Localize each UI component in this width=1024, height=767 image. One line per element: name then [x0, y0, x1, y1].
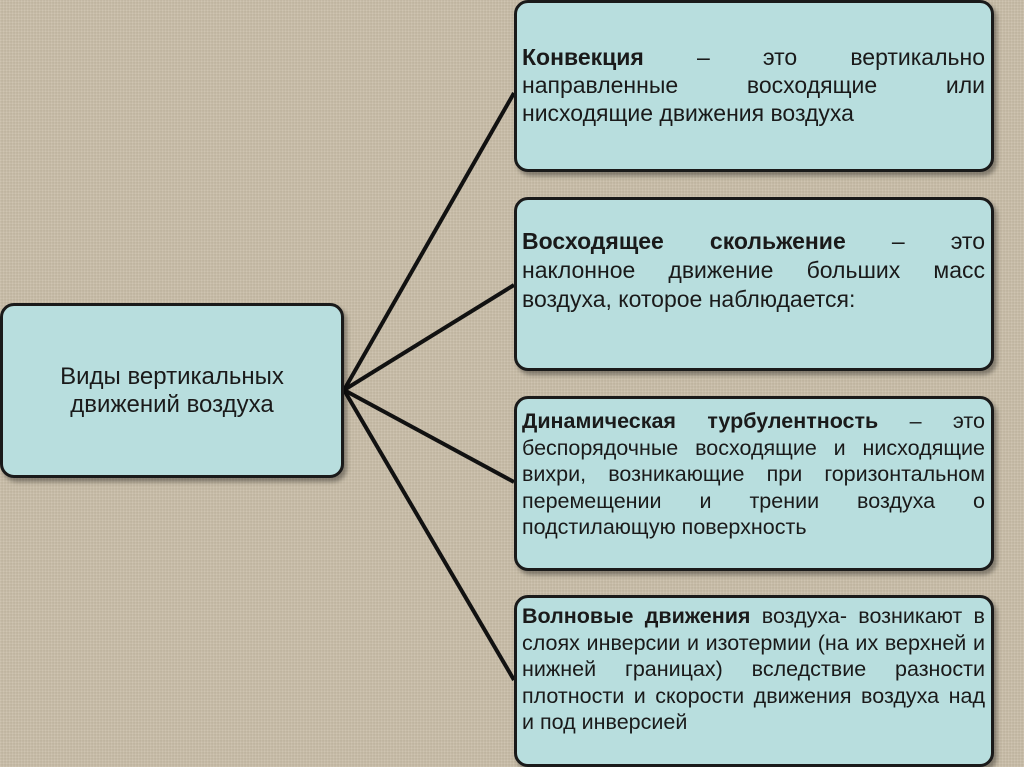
root-node-label: Виды вертикальных движений воздуха — [60, 362, 284, 418]
definition-term: Восходящее скольжение — [522, 228, 846, 254]
definition-text: – это наклонное движение больших масс во… — [522, 228, 985, 312]
definition-term: Динамическая турбулентность — [522, 409, 879, 433]
connector-to-upslide — [342, 283, 516, 392]
definition-term: Волновые движения — [522, 604, 751, 628]
connector-to-turbulence — [343, 388, 515, 484]
definition-text: – это беспорядочные восходящие и нисходя… — [522, 409, 985, 539]
connector-to-convection — [342, 92, 516, 391]
definition-turbulence: Динамическая турбулентность – это беспор… — [514, 396, 994, 571]
definition-waves: Волновые движения воздуха- возникают в с… — [514, 595, 994, 767]
root-node: Виды вертикальных движений воздуха — [0, 303, 344, 478]
definition-upslide: Восходящее скольжение – это наклонное дв… — [514, 197, 994, 371]
definition-text: воздуха- возникают в слоях инверсии и из… — [522, 604, 985, 734]
connector-to-waves — [342, 388, 516, 682]
definition-convection: Конвекция – это вертикально направленные… — [514, 0, 994, 172]
definition-term: Конвекция — [522, 44, 644, 70]
definition-text: – это вертикально направленные восходящи… — [522, 44, 985, 126]
